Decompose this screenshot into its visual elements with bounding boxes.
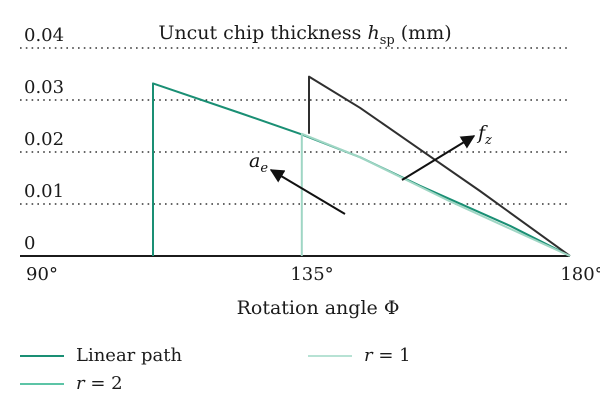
x-tick-label: 90° bbox=[26, 264, 58, 285]
fz-arrow bbox=[401, 135, 476, 181]
legend-swatch-linear-path bbox=[20, 354, 64, 357]
y-tick-label: 0.02 bbox=[24, 129, 64, 150]
ae-arrow bbox=[269, 169, 346, 215]
x-tick-label: 135° bbox=[290, 264, 333, 285]
ae-annotation: ae bbox=[249, 150, 268, 176]
series-lines bbox=[152, 75, 571, 257]
grid-lines bbox=[20, 47, 570, 205]
legend-item-r1: r = 1 bbox=[308, 345, 411, 366]
chart-title: Uncut chip thickness hsp (mm) bbox=[158, 22, 451, 48]
y-tick-label: 0 bbox=[24, 233, 35, 254]
y-tick-label: 0.04 bbox=[24, 25, 64, 46]
x-tick-labels: 90° 135° 180° bbox=[26, 264, 600, 285]
y-tick-labels: 0 0.01 0.02 0.03 0.04 bbox=[24, 25, 64, 254]
y-tick-label: 0.03 bbox=[24, 77, 64, 98]
y-tick-label: 0.01 bbox=[24, 181, 64, 202]
series-line-1 bbox=[308, 75, 571, 257]
legend-item-linear-path: Linear path bbox=[20, 345, 182, 366]
fz-annotation: fz bbox=[476, 122, 492, 148]
legend-label-r1: r = 1 bbox=[364, 345, 411, 366]
x-axis-label: Rotation angle Φ bbox=[237, 297, 400, 319]
legend-swatch-r1 bbox=[308, 354, 352, 357]
legend-item-r2: r = 2 bbox=[20, 373, 123, 394]
legend-label-r2: r = 2 bbox=[76, 373, 123, 394]
legend-swatch-r2 bbox=[20, 382, 64, 385]
series-line-2 bbox=[300, 132, 571, 257]
x-tick-label: 180° bbox=[560, 264, 600, 285]
legend-label-linear-path: Linear path bbox=[76, 345, 183, 366]
